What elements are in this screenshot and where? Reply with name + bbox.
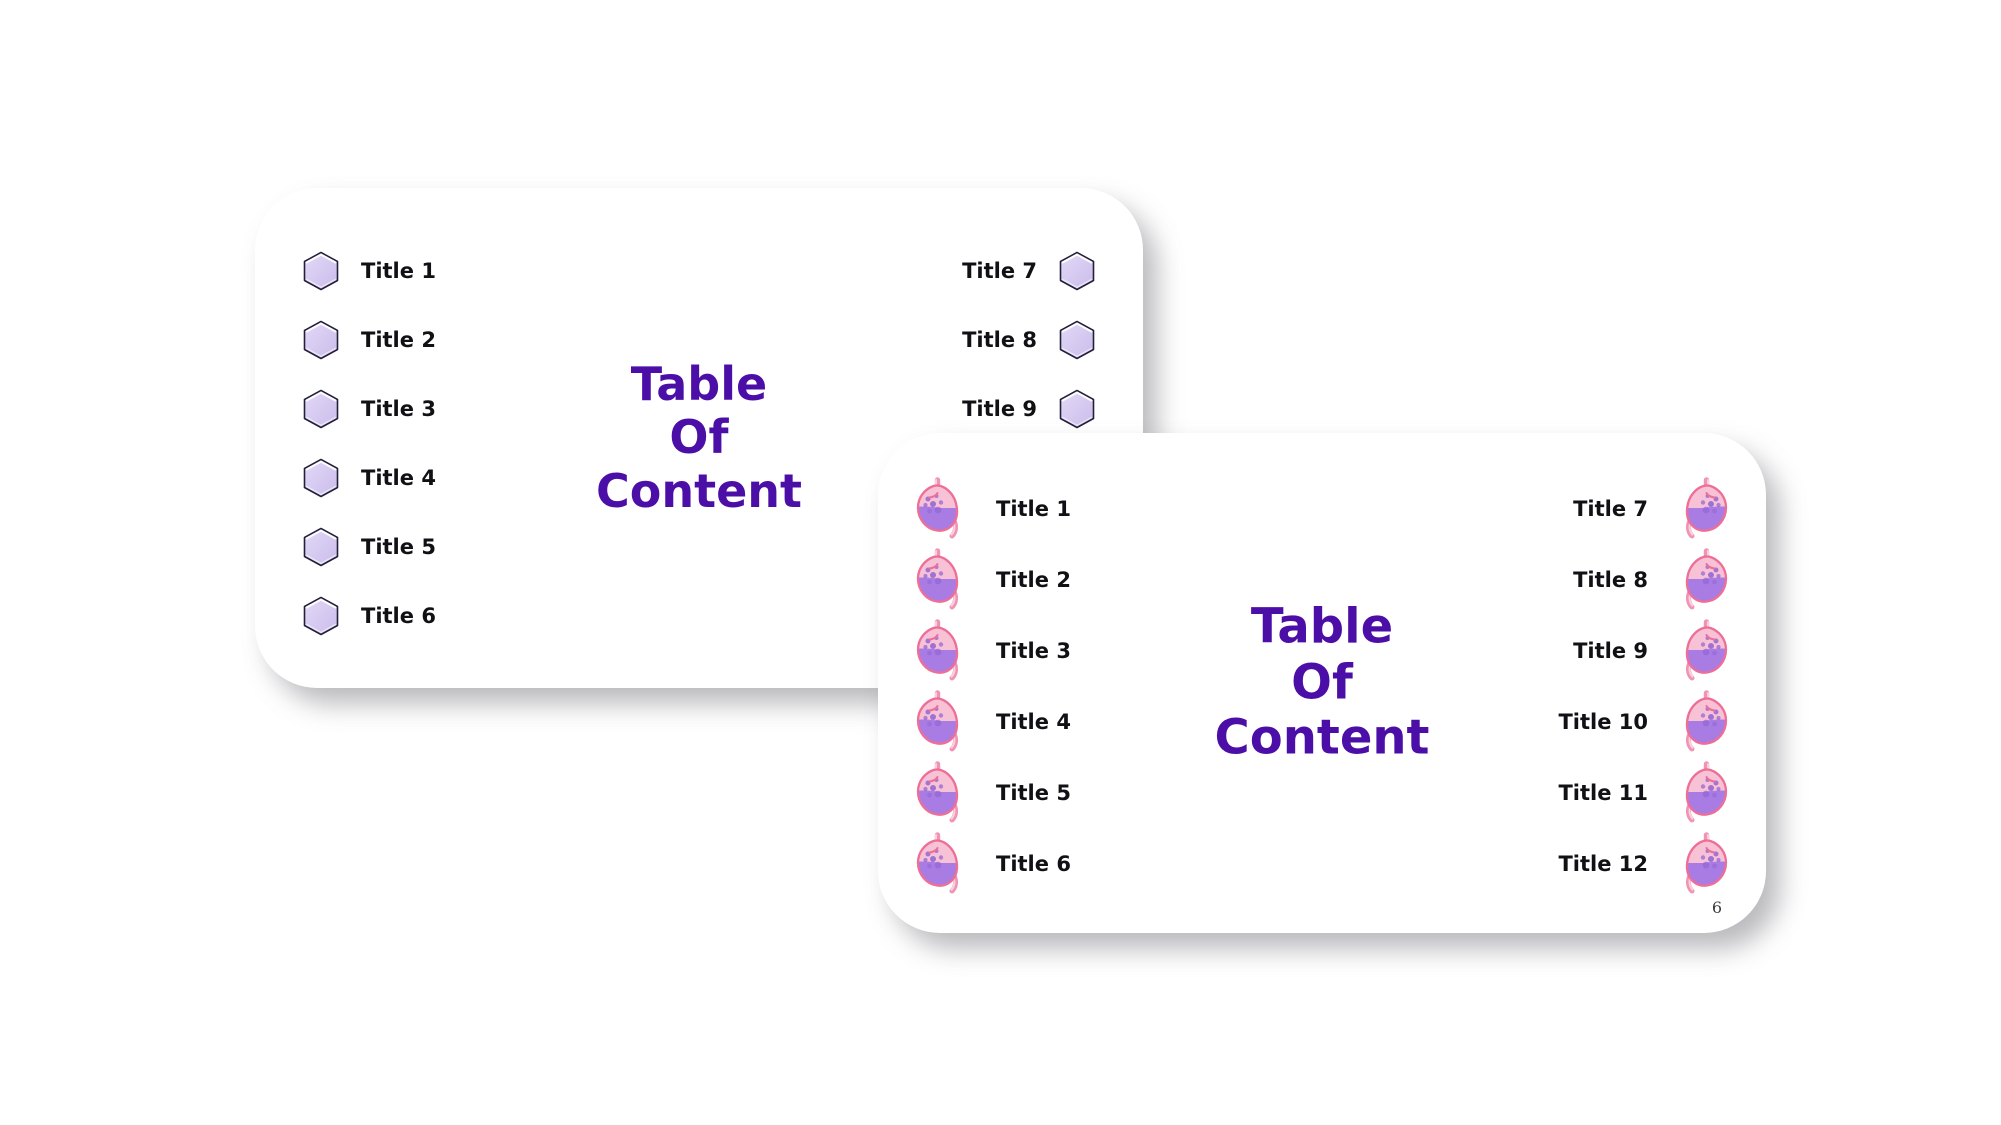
list-item[interactable]: Title 4: [912, 686, 1071, 757]
list-item-label: Title 7: [1573, 496, 1648, 521]
list-item[interactable]: Title 7: [1558, 473, 1732, 544]
list-item[interactable]: Title 4: [303, 443, 436, 512]
list-item[interactable]: Title 6: [303, 581, 436, 650]
list-item[interactable]: Title 3: [912, 615, 1071, 686]
list-item-label: Title 1: [996, 496, 1071, 521]
title-line: Content: [595, 463, 803, 518]
list-item[interactable]: Title 2: [303, 305, 436, 374]
stomach-icon: [912, 547, 974, 612]
hexagon-icon: [1059, 251, 1095, 291]
list-item[interactable]: Title 9: [1558, 615, 1732, 686]
title-line: Of: [1291, 654, 1353, 711]
list-item-label: Title 4: [996, 709, 1071, 734]
title-line: Of: [669, 410, 729, 465]
hexagon-icon: [303, 596, 339, 636]
hexagon-icon: [303, 320, 339, 360]
list-item[interactable]: Title 9: [962, 374, 1095, 443]
list-item-label: Title 8: [962, 327, 1037, 352]
page-title-front: Table Of Content: [1215, 599, 1430, 766]
hexagon-icon: [303, 458, 339, 498]
stomach-icon: [1670, 618, 1732, 683]
list-item[interactable]: Title 5: [303, 512, 436, 581]
toc-column-right-back: Title 7 Title 8 Title 9: [962, 236, 1095, 443]
list-item-label: Title 5: [361, 534, 436, 559]
stomach-icon: [912, 689, 974, 754]
title-line: Table: [1250, 598, 1394, 655]
list-item[interactable]: Title 5: [912, 757, 1071, 828]
stomach-icon: [1670, 547, 1732, 612]
list-item-label: Title 12: [1558, 851, 1648, 876]
list-item[interactable]: Title 1: [303, 236, 436, 305]
list-item[interactable]: Title 12: [1558, 828, 1732, 899]
page-title-back: Table Of Content: [595, 356, 803, 518]
list-item-label: Title 7: [962, 258, 1037, 283]
hexagon-icon: [1059, 389, 1095, 429]
list-item-label: Title 9: [962, 396, 1037, 421]
stomach-icon: [1670, 831, 1732, 896]
list-item[interactable]: Title 10: [1558, 686, 1732, 757]
stomach-icon: [912, 760, 974, 825]
hexagon-icon: [303, 251, 339, 291]
stomach-icon: [912, 618, 974, 683]
hexagon-icon: [303, 527, 339, 567]
list-item[interactable]: Title 8: [1558, 544, 1732, 615]
hexagon-icon: [303, 389, 339, 429]
list-item[interactable]: Title 8: [962, 305, 1095, 374]
list-item-label: Title 8: [1573, 567, 1648, 592]
list-item-label: Title 4: [361, 465, 436, 490]
slide-card-front[interactable]: Title 1 Title 2: [878, 433, 1766, 933]
hexagon-icon: [1059, 320, 1095, 360]
title-line: Table: [630, 356, 768, 411]
toc-column-left-back: Title 1 Title 2 Title 3: [303, 236, 436, 650]
list-item-label: Title 10: [1558, 709, 1648, 734]
stomach-icon: [912, 831, 974, 896]
list-item[interactable]: Title 3: [303, 374, 436, 443]
stomach-icon: [1670, 689, 1732, 754]
stomach-icon: [1670, 476, 1732, 541]
title-line: Content: [1214, 709, 1430, 766]
list-item[interactable]: Title 7: [962, 236, 1095, 305]
list-item-label: Title 1: [361, 258, 436, 283]
list-item[interactable]: Title 2: [912, 544, 1071, 615]
list-item-label: Title 3: [996, 638, 1071, 663]
list-item-label: Title 2: [996, 567, 1071, 592]
list-item-label: Title 5: [996, 780, 1071, 805]
list-item-label: Title 2: [361, 327, 436, 352]
stomach-icon: [912, 476, 974, 541]
list-item-label: Title 11: [1558, 780, 1648, 805]
list-item[interactable]: Title 1: [912, 473, 1071, 544]
stomach-icon: [1670, 760, 1732, 825]
page-number: 6: [1711, 898, 1722, 917]
list-item-label: Title 9: [1573, 638, 1648, 663]
list-item-label: Title 6: [996, 851, 1071, 876]
toc-column-left-front: Title 1 Title 2: [912, 473, 1071, 899]
list-item-label: Title 6: [361, 603, 436, 628]
list-item[interactable]: Title 11: [1558, 757, 1732, 828]
list-item[interactable]: Title 6: [912, 828, 1071, 899]
list-item-label: Title 3: [361, 396, 436, 421]
toc-column-right-front: Title 7 Title 8: [1558, 473, 1732, 899]
